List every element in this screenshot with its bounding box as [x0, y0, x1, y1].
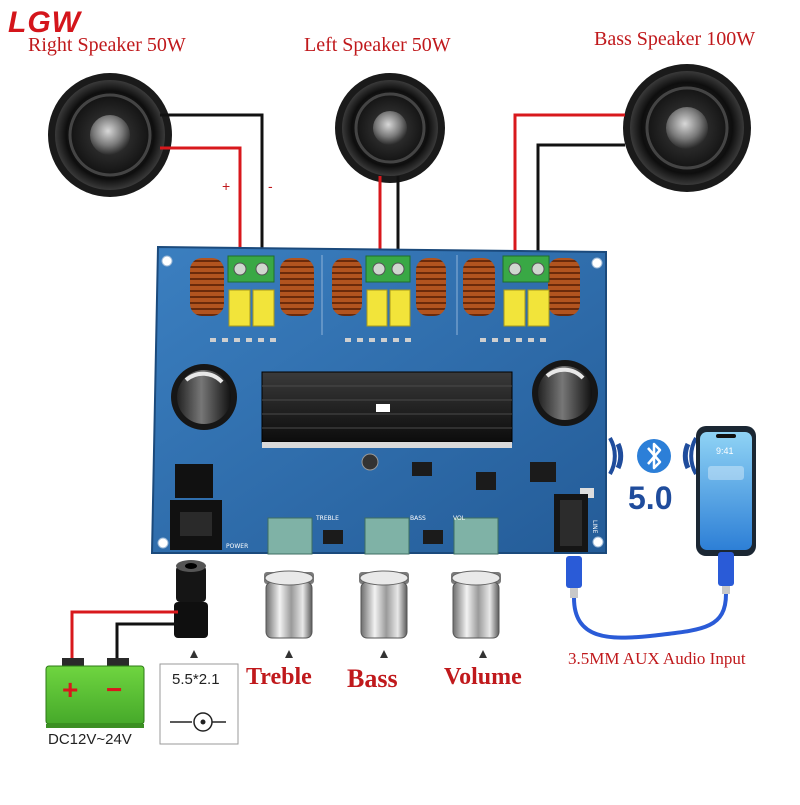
knob-bass: [359, 570, 409, 639]
dc-plug: [174, 560, 208, 638]
aux-input-label: 3.5MM AUX Audio Input: [568, 649, 746, 668]
bluetooth-icon: [608, 437, 698, 475]
pot-bases: [267, 517, 499, 555]
silk-treble: TREBLE: [315, 515, 339, 522]
speaker-terminals: [227, 255, 550, 283]
silk-power: POWER: [226, 543, 248, 550]
battery: [45, 658, 145, 728]
knob-treble: [264, 570, 314, 639]
bluetooth-version: 5.0: [628, 480, 673, 516]
jack-size-label: 5.5*2.1: [172, 671, 220, 688]
heatsink: [261, 371, 513, 448]
smartphone: [696, 426, 756, 556]
ic-chips: [323, 453, 594, 544]
silk-vol: VOL: [453, 515, 466, 522]
volume-label: Volume: [444, 664, 522, 690]
voltage-label: DC12V~24V: [48, 731, 132, 748]
left-speaker-label: Left Speaker 50W: [304, 34, 451, 56]
knob-arrows: [190, 650, 487, 658]
silk-bass: BASS: [410, 515, 426, 522]
polarity-plus: +: [222, 178, 231, 194]
treble-label: Treble: [246, 664, 312, 690]
bass-speaker: [623, 64, 751, 192]
battery-minus: −: [106, 674, 123, 705]
electrolytic-capacitors: [171, 360, 598, 430]
inductors: [190, 258, 580, 316]
left-speaker: [335, 73, 445, 183]
knob-volume: [451, 570, 501, 639]
speaker-wires: [160, 113, 625, 262]
polarity-minus: -: [268, 178, 273, 194]
power-wires: [70, 610, 178, 664]
silk-line: LINE: [591, 520, 598, 534]
amplifier-board: TREBLE BASS VOL POWER LINE: [150, 245, 607, 555]
aux-cable: [566, 552, 734, 640]
right-speaker-label: Right Speaker 50W: [28, 34, 186, 56]
battery-plus: +: [62, 674, 79, 705]
film-capacitors: [228, 289, 550, 327]
board-aux-jack: [554, 494, 588, 552]
brand-logo: LGW: [8, 6, 81, 39]
smd-row: [210, 338, 546, 342]
phone-clock: 9:41: [716, 446, 734, 456]
board-dc-jack: [170, 464, 222, 550]
right-speaker: [48, 73, 172, 197]
bass-speaker-label: Bass Speaker 100W: [594, 28, 756, 50]
bass-label: Bass: [347, 664, 398, 693]
dc-jack-symbol: [159, 663, 239, 745]
